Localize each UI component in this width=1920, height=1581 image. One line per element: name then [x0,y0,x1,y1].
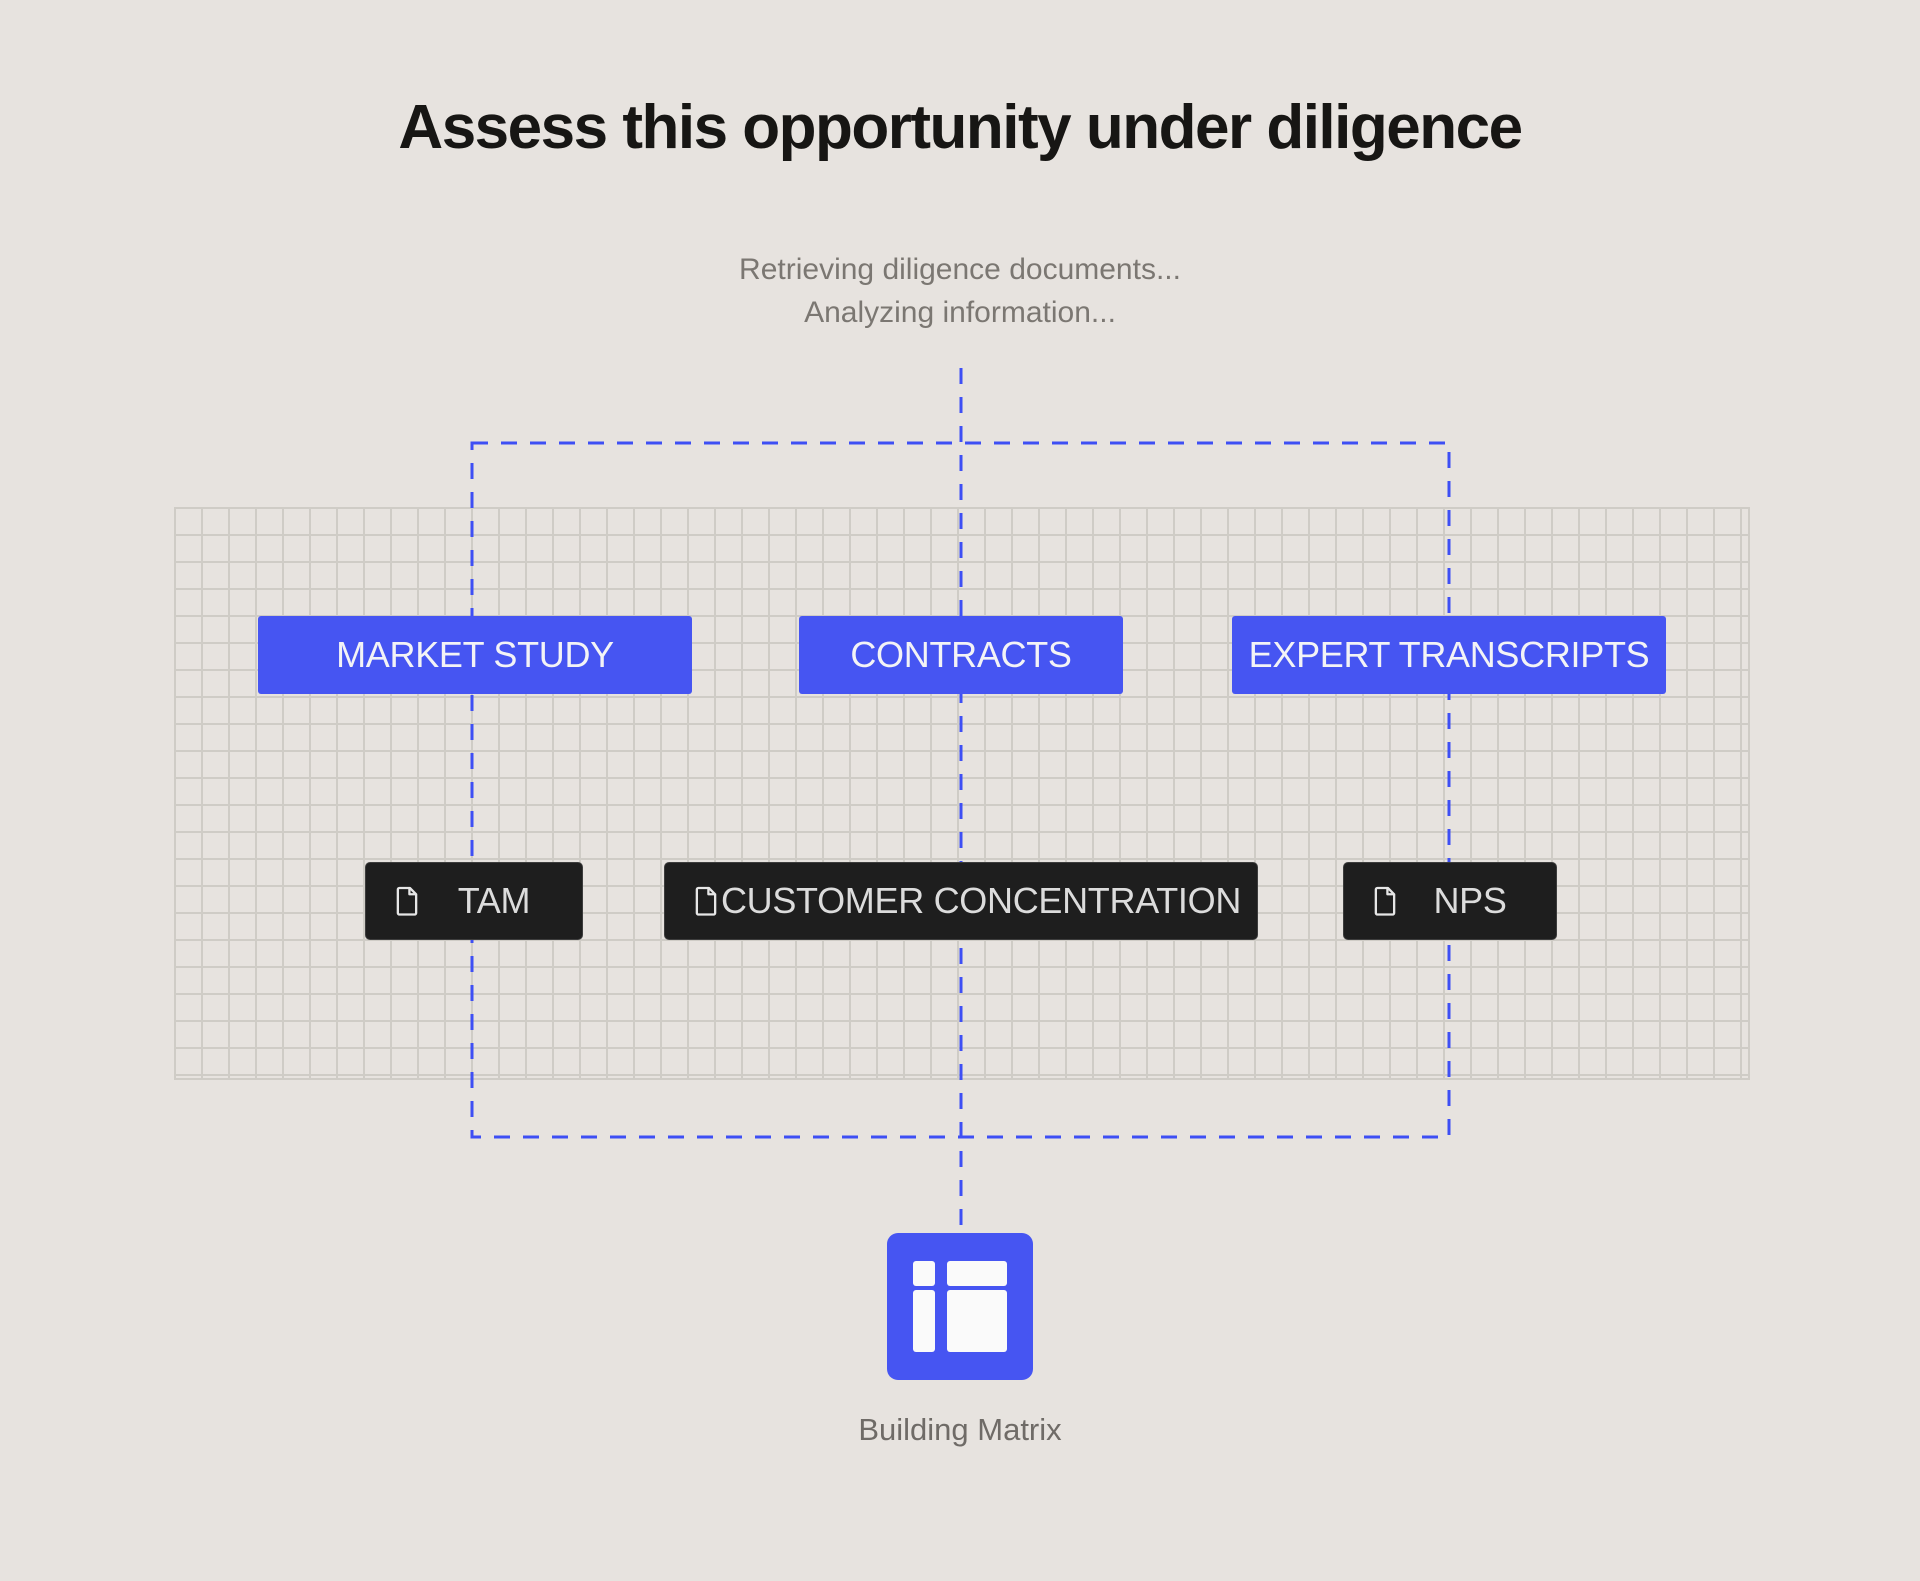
source-chip-contracts[interactable]: CONTRACTS [799,616,1123,694]
source-chip-label: CONTRACTS [850,634,1072,675]
source-chip-label: MARKET STUDY [336,634,614,675]
matrix-icon [887,1233,1033,1380]
document-icon [394,885,420,917]
status-line-retrieving: Retrieving diligence documents... [739,253,1181,286]
status-messages: Retrieving diligence documents... Analyz… [0,248,1920,334]
metric-chip-label: TAM [457,880,531,921]
metric-chip-label: CUSTOMER CONCENTRATION [720,880,1242,921]
matrix-icon-cell [913,1261,935,1286]
matrix-icon-cell [913,1290,935,1352]
status-line-analyzing: Analyzing information... [804,296,1116,329]
source-chip-label: EXPERT TRANSCRIPTS [1248,634,1650,675]
page-title: Assess this opportunity under diligence [398,93,1523,162]
source-chip-expert-transcripts[interactable]: EXPERT TRANSCRIPTS [1232,616,1666,694]
metric-chip-customer-concentration[interactable]: CUSTOMER CONCENTRATION [664,862,1258,940]
source-chip-market-study[interactable]: MARKET STUDY [258,616,692,694]
building-matrix-label: Building Matrix [858,1412,1062,1447]
metric-chip-label: NPS [1433,880,1507,921]
metric-chip-tam[interactable]: TAM [365,862,583,940]
matrix-icon-cell [947,1290,1007,1352]
metric-chip-nps[interactable]: NPS [1343,862,1557,940]
document-icon [1372,885,1398,917]
matrix-icon-cell [947,1261,1007,1286]
document-icon [693,885,719,917]
